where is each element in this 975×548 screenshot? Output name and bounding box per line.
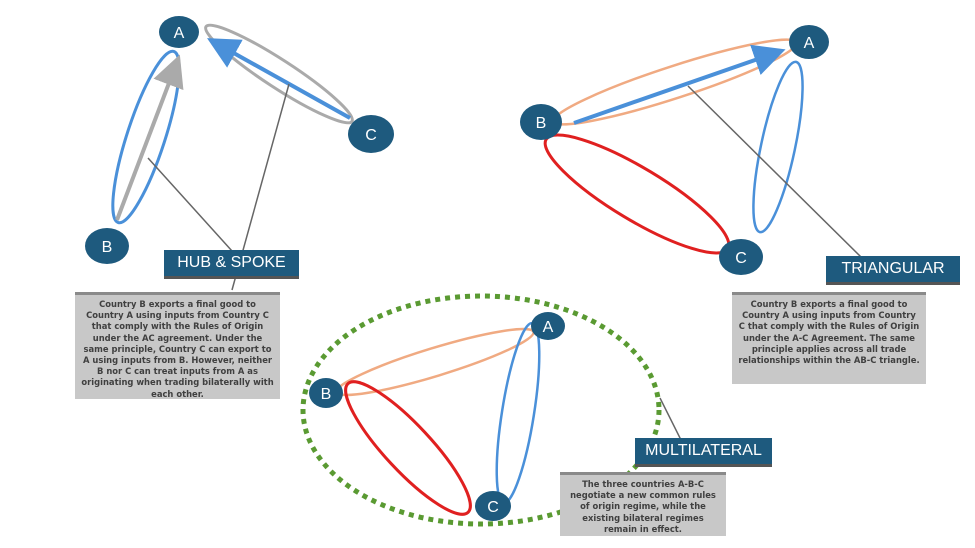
multilateral-description: The three countries A-B-C negotiate a ne… — [560, 472, 726, 536]
hub-spoke-arrow-b-to-a — [115, 54, 184, 221]
multilateral-diagram: A B C — [300, 293, 682, 527]
triangular-ellipse-bc — [543, 133, 731, 255]
multilateral-ellipse-ac — [495, 321, 541, 505]
node-label: C — [365, 127, 377, 144]
triangular-diagram: A B C — [520, 25, 863, 275]
triangular-node-c: C — [719, 239, 763, 275]
hub-spoke-connector-1 — [147, 157, 233, 252]
multilateral-ellipse-bc — [344, 380, 472, 516]
multilateral-title: MULTILATERAL — [635, 438, 772, 467]
multilateral-regime-ellipse — [300, 293, 662, 527]
multilateral-connector — [659, 397, 682, 441]
triangular-title: TRIANGULAR — [826, 256, 960, 285]
node-label: A — [804, 35, 815, 52]
hub-spoke-diagram: A B C — [85, 16, 394, 291]
node-label: B — [536, 115, 547, 132]
hub-spoke-node-b: B — [85, 228, 129, 264]
triangular-node-a: A — [789, 25, 829, 59]
hub-spoke-ellipse-ac — [204, 23, 354, 125]
node-label: A — [174, 25, 185, 42]
hub-spoke-title: HUB & SPOKE — [164, 250, 299, 279]
hub-spoke-node-c: C — [348, 115, 394, 153]
hub-spoke-description: Country B exports a final good to Countr… — [75, 292, 280, 399]
multilateral-ellipse-ba — [335, 327, 535, 397]
node-label: C — [735, 250, 747, 267]
node-label: A — [543, 319, 554, 336]
hub-spoke-ellipse-ab — [111, 49, 181, 225]
triangular-description: Country B exports a final good to Countr… — [732, 292, 926, 384]
node-label: B — [102, 239, 113, 256]
triangular-ellipse-ac — [752, 60, 804, 234]
hub-spoke-node-a: A — [159, 16, 199, 48]
node-label: C — [487, 499, 499, 516]
triangular-connector — [687, 85, 863, 259]
triangular-arrow-b-to-a — [573, 44, 786, 125]
node-label: B — [321, 386, 332, 403]
multilateral-node-c: C — [475, 491, 511, 521]
multilateral-node-b: B — [309, 378, 343, 408]
triangular-node-b: B — [520, 104, 562, 140]
multilateral-node-a: A — [531, 312, 565, 340]
hub-spoke-arrow-c-to-a — [207, 38, 351, 120]
